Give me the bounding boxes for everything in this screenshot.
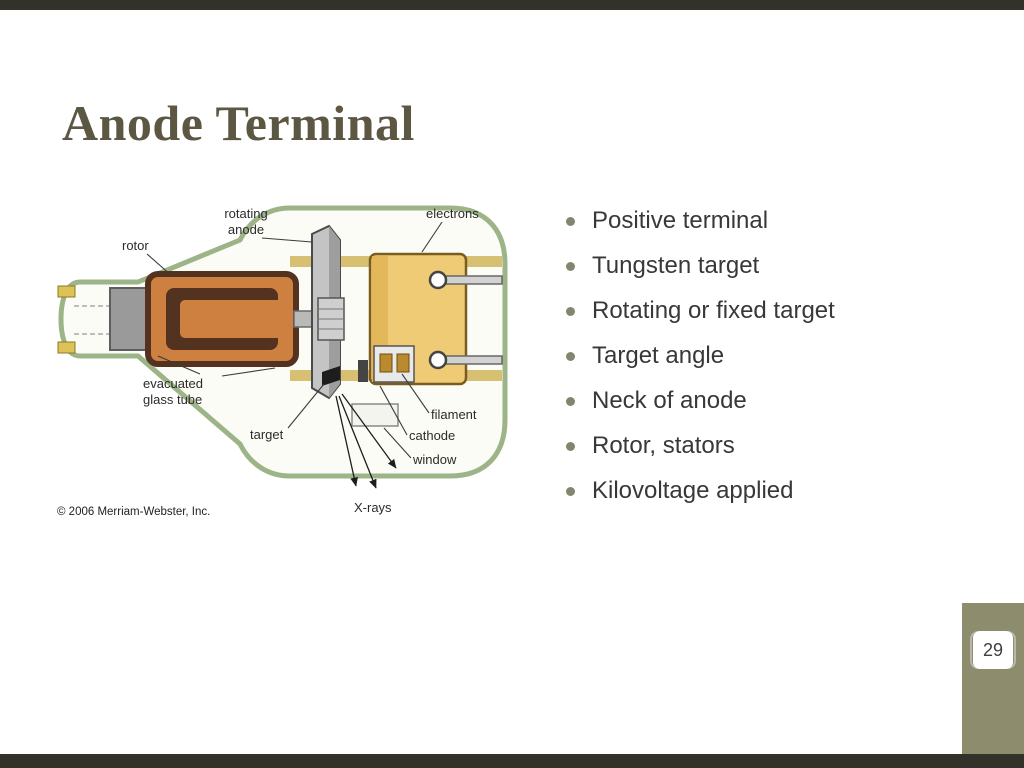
bullet-icon bbox=[566, 397, 575, 406]
label-evacuated-glass-tube: evacuated bbox=[143, 376, 203, 391]
xray-tube-svg: rotating anode electrons rotor evacuated… bbox=[57, 205, 508, 518]
label-filament: filament bbox=[431, 407, 477, 422]
bracket-left-icon bbox=[970, 631, 978, 669]
label-window: window bbox=[412, 452, 457, 467]
bullet-icon bbox=[566, 217, 575, 226]
bullet-text: Rotating or fixed target bbox=[592, 297, 835, 324]
label-target: target bbox=[250, 427, 284, 442]
list-item: Rotating or fixed target bbox=[566, 294, 996, 339]
bullet-icon bbox=[566, 262, 575, 271]
pin-icon bbox=[57, 341, 76, 354]
bullet-text: Rotor, stators bbox=[592, 432, 735, 459]
label-rotating-anode: anode bbox=[228, 222, 264, 237]
bullet-icon bbox=[566, 442, 575, 451]
label-rotor: rotor bbox=[122, 238, 149, 253]
xray-arrow bbox=[341, 393, 397, 469]
page-number-badge: 29 bbox=[970, 631, 1016, 669]
anode-disc bbox=[311, 224, 345, 400]
bullet-text: Kilovoltage applied bbox=[592, 477, 794, 504]
bullet-text: Target angle bbox=[592, 342, 725, 369]
leader-line bbox=[383, 427, 412, 459]
list-item: Rotor, stators bbox=[566, 429, 996, 474]
leader-line bbox=[221, 367, 276, 377]
side-accent-block: 29 bbox=[962, 603, 1024, 754]
target-spot bbox=[322, 366, 340, 386]
page-number: 29 bbox=[973, 631, 1013, 669]
leader-line bbox=[401, 373, 430, 414]
list-item: Neck of anode bbox=[566, 384, 996, 429]
label-evacuated-glass-tube: glass tube bbox=[143, 392, 202, 407]
copyright-text: © 2006 Merriam-Webster, Inc. bbox=[57, 506, 210, 518]
xray-tube-diagram: rotating anode electrons rotor evacuated… bbox=[50, 188, 540, 528]
feedthrough-terminal bbox=[428, 350, 448, 370]
bullet-list: Positive terminal Tungsten target Rotati… bbox=[566, 204, 996, 519]
leader-line bbox=[146, 253, 173, 277]
leader-line bbox=[157, 355, 201, 375]
feedthrough-terminal bbox=[428, 270, 448, 290]
list-item: Tungsten target bbox=[566, 249, 996, 294]
xray-arrow bbox=[335, 395, 358, 487]
bullet-text: Tungsten target bbox=[592, 252, 760, 279]
bullet-text: Neck of anode bbox=[592, 387, 747, 414]
filament-coil bbox=[379, 353, 393, 373]
label-rotating-anode: rotating bbox=[224, 206, 267, 221]
page-title: Anode Terminal bbox=[62, 94, 415, 151]
support-rod bbox=[445, 275, 503, 285]
list-item: Target angle bbox=[566, 339, 996, 384]
pin-icon bbox=[57, 285, 76, 298]
list-item: Positive terminal bbox=[566, 204, 996, 249]
bottom-accent-bar bbox=[0, 754, 1024, 768]
leader-lines bbox=[146, 221, 443, 459]
bullet-icon bbox=[566, 487, 575, 496]
bullet-icon bbox=[566, 307, 575, 316]
cup-face bbox=[358, 360, 368, 382]
label-xrays: X-rays bbox=[354, 500, 392, 515]
leader-line bbox=[421, 221, 443, 253]
list-item: Kilovoltage applied bbox=[566, 474, 996, 519]
rotor-core-inner bbox=[180, 300, 282, 338]
leader-line bbox=[261, 237, 313, 243]
xray-arrows bbox=[335, 393, 397, 489]
leader-line bbox=[287, 383, 325, 429]
leader-line bbox=[379, 385, 408, 436]
filament-coil bbox=[396, 353, 410, 373]
bullet-icon bbox=[566, 352, 575, 361]
top-accent-bar bbox=[0, 0, 1024, 10]
support-rod bbox=[445, 355, 503, 365]
bullet-text: Positive terminal bbox=[592, 207, 769, 234]
window-port bbox=[351, 403, 399, 427]
label-electrons: electrons bbox=[426, 206, 479, 221]
label-cathode: cathode bbox=[409, 428, 455, 443]
rotor-assembly bbox=[145, 271, 299, 367]
cathode-assembly bbox=[358, 252, 503, 386]
xray-arrow bbox=[338, 395, 377, 489]
